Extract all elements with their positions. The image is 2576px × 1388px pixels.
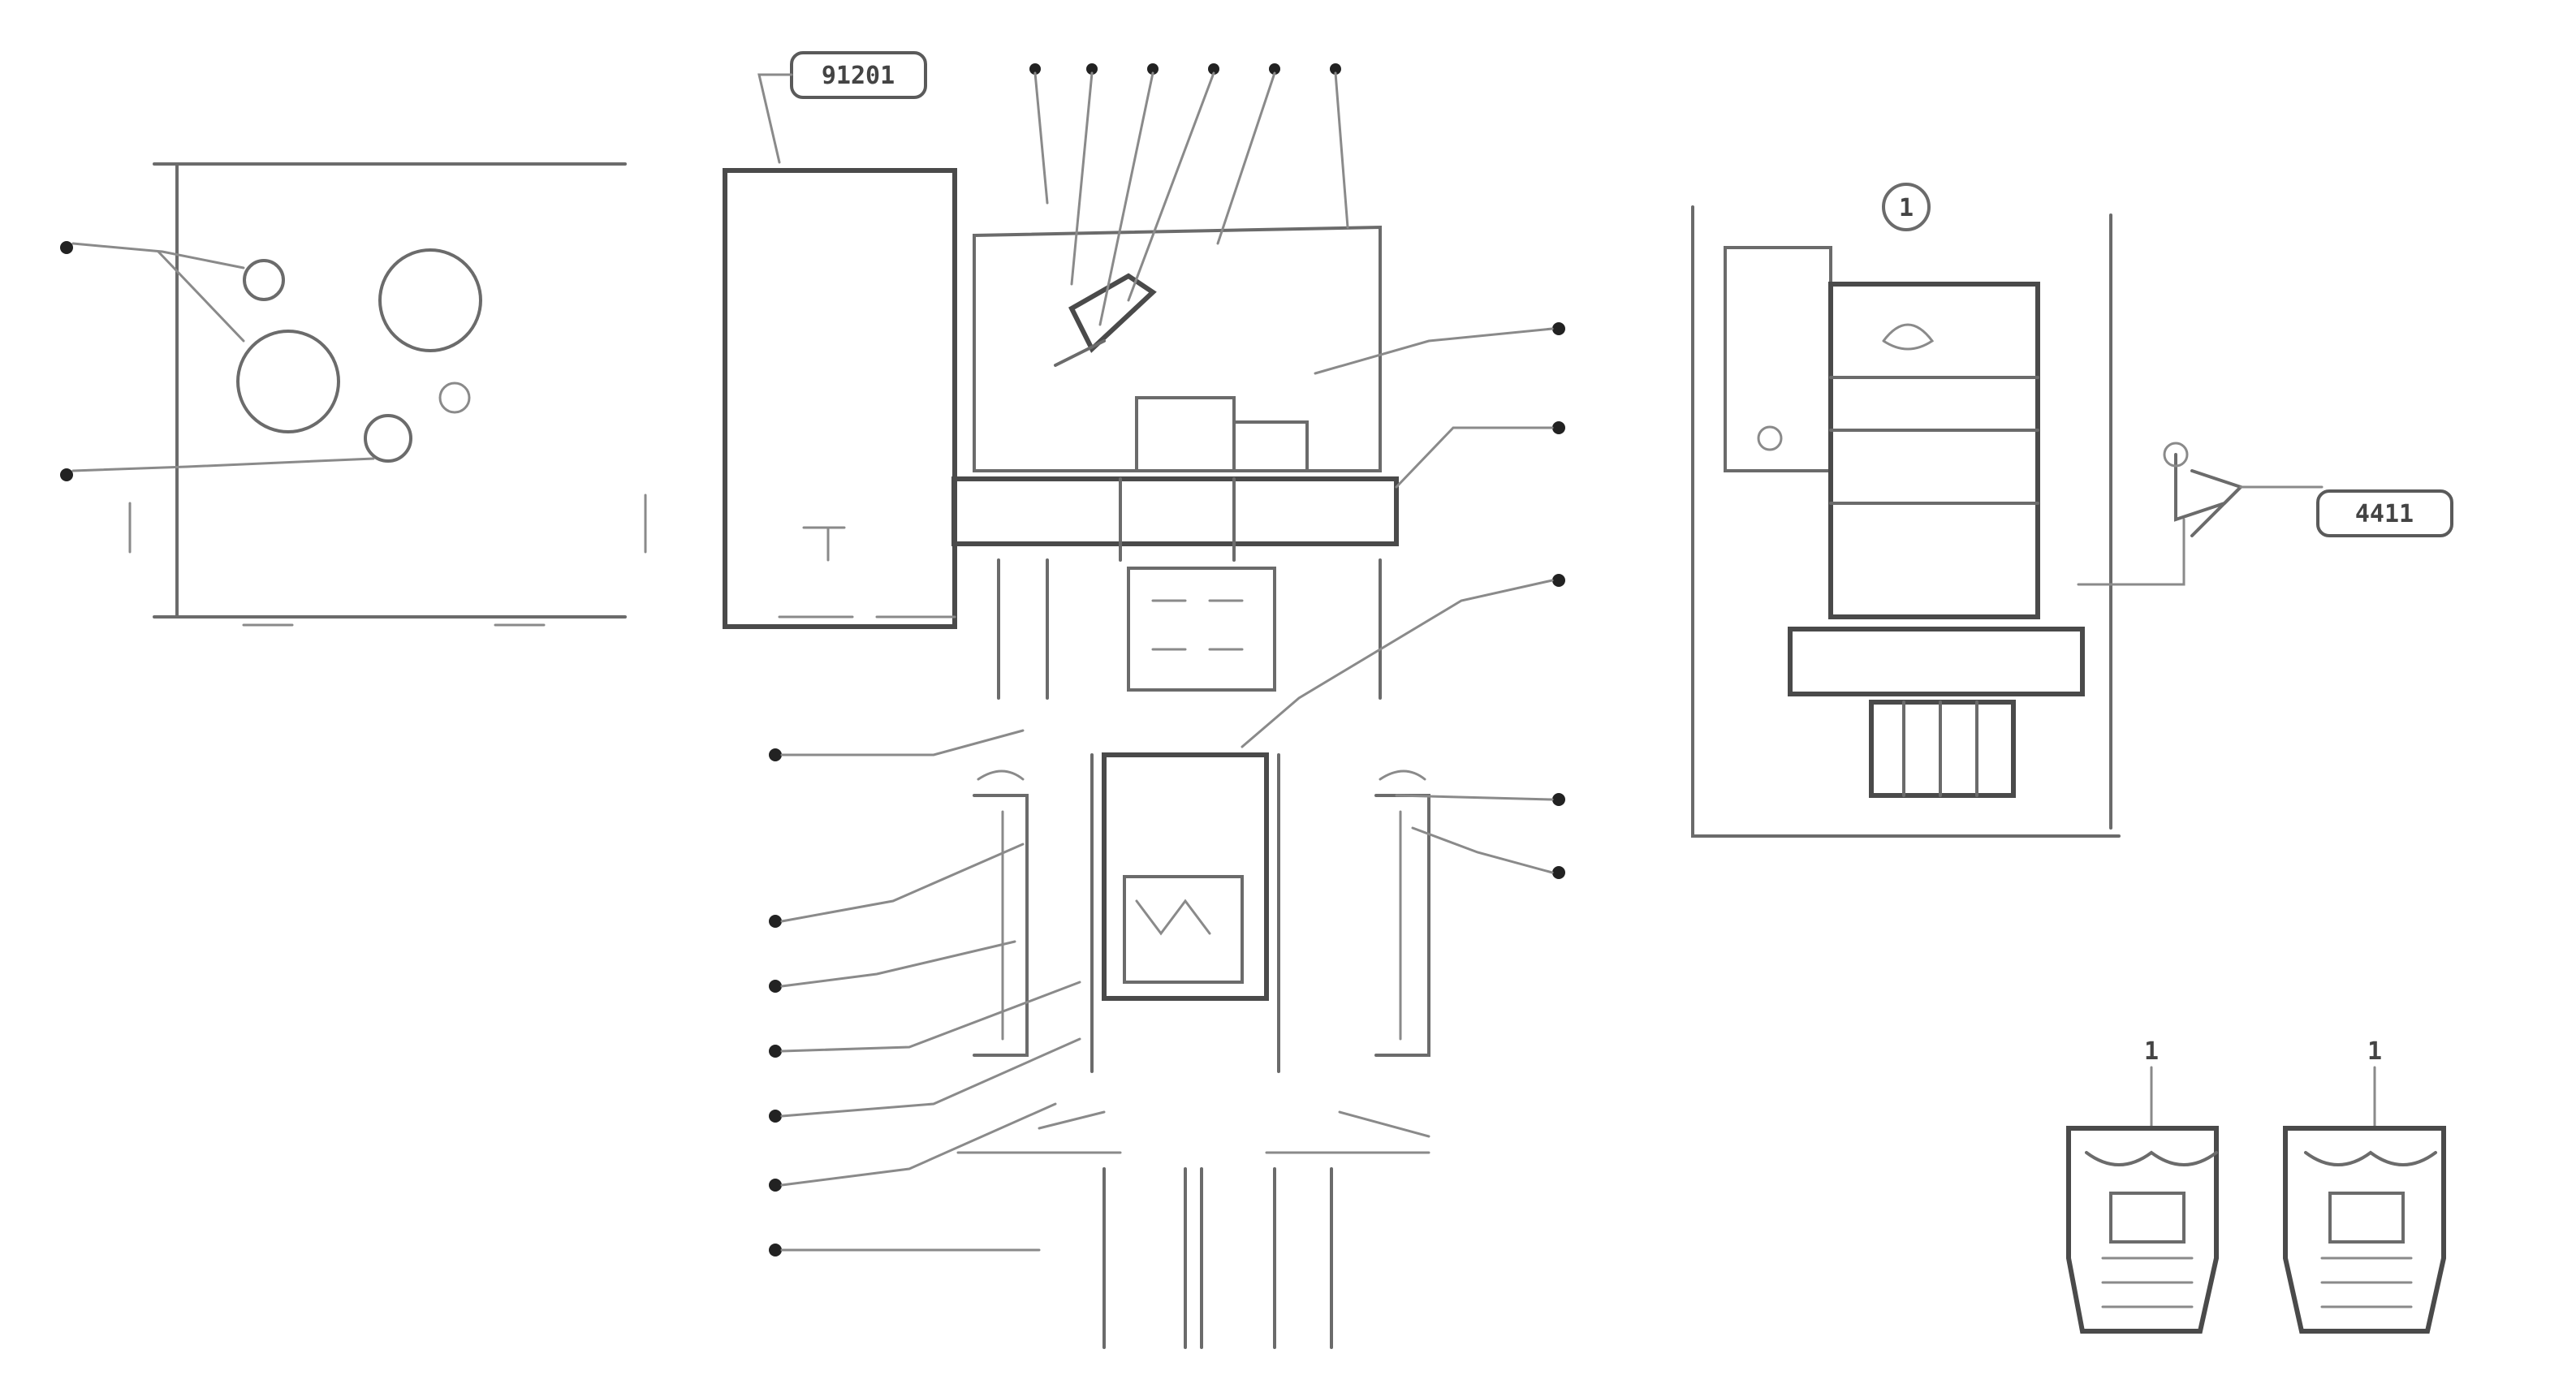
connector-plug-right: 1 <box>2283 1037 2446 1334</box>
top-callout-leaders <box>1029 63 1349 326</box>
connector-plug-left: 1 <box>2066 1037 2219 1334</box>
part-tag-label: 91201 <box>822 62 895 90</box>
solenoid-connector-view: 1 4411 <box>1691 183 2453 838</box>
view-marker-label: 1 <box>1899 194 1914 222</box>
valve-assembly-view: 91201 <box>723 51 1565 1349</box>
left-callout-leaders <box>769 729 1081 1257</box>
right-callout-leaders <box>1241 322 1565 879</box>
callout-dot <box>60 468 73 481</box>
mounting-plate-view <box>60 162 647 627</box>
plug-label-right: 1 <box>2367 1037 2382 1066</box>
part-tag-label: 4411 <box>2355 500 2414 528</box>
callout-dot <box>60 241 73 254</box>
part-tag-box <box>2316 489 2453 537</box>
plug-label-left: 1 <box>2144 1037 2159 1066</box>
